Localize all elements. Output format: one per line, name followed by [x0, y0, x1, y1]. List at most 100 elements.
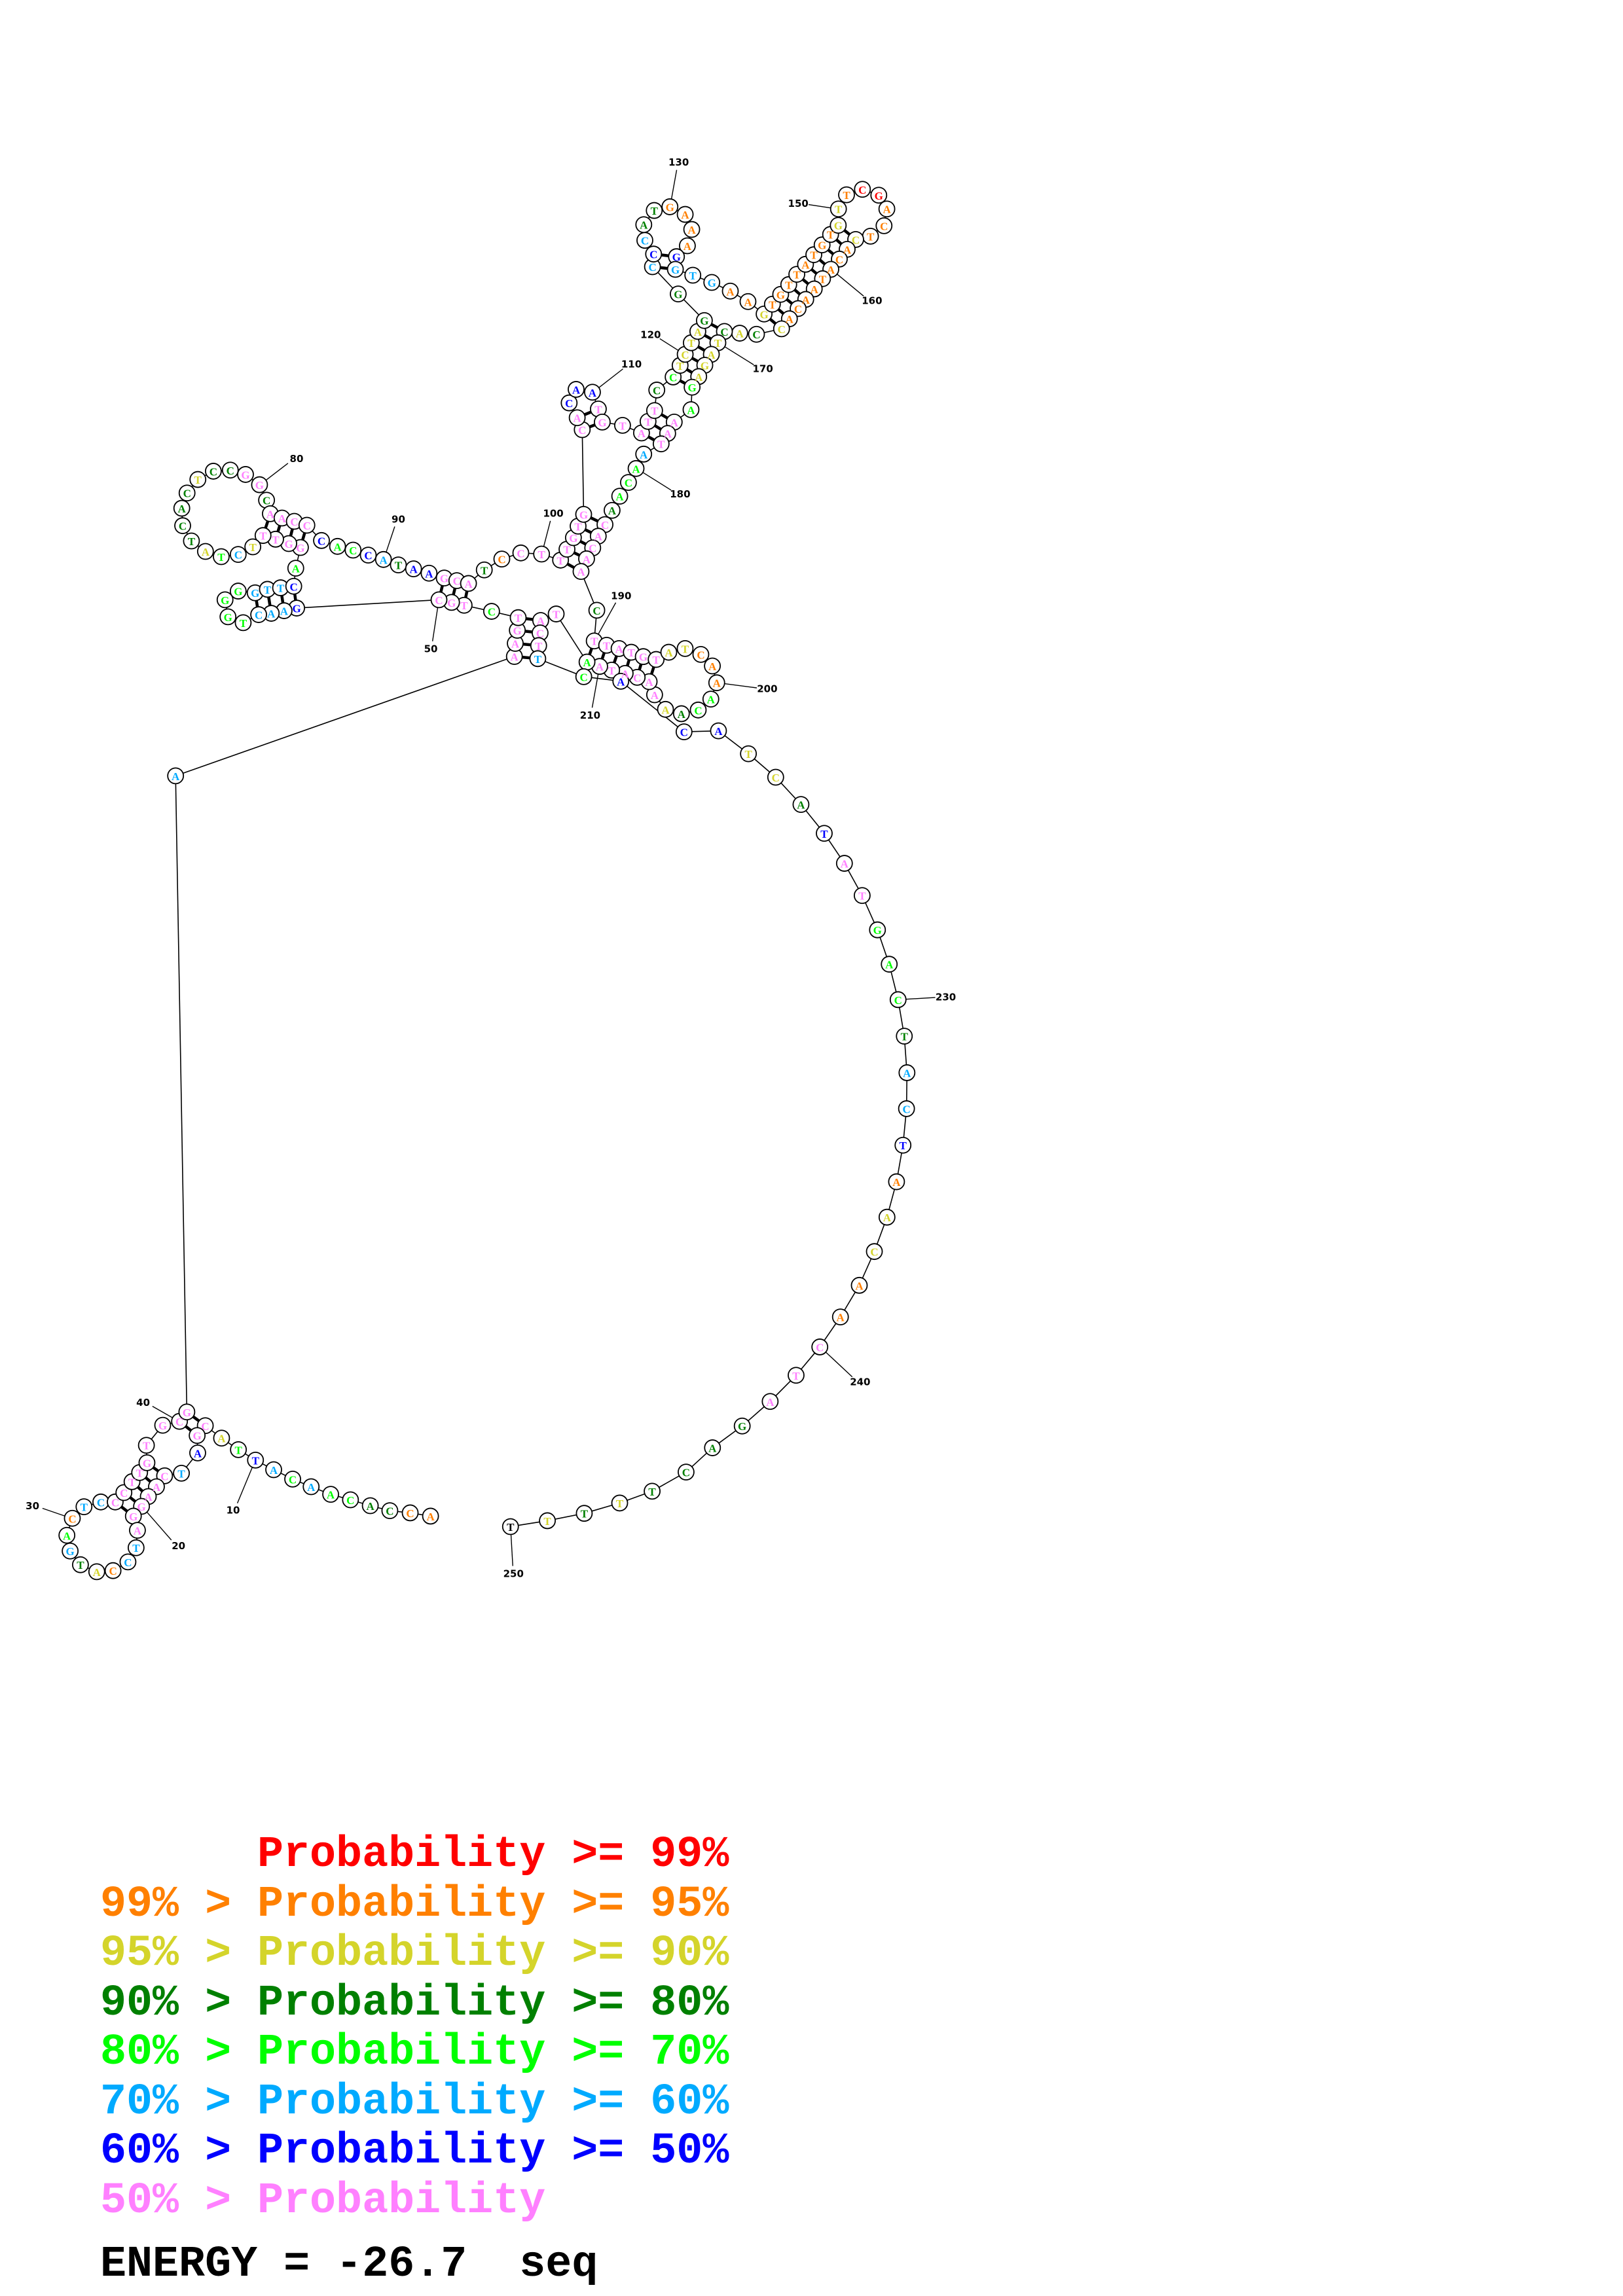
nucleotide-letter: G: [672, 251, 681, 264]
nucleotide-circle: [635, 216, 653, 234]
nucleotide-letter: A: [670, 416, 679, 429]
nucleotide-circle: [761, 1393, 779, 1410]
nucleotide-letter: T: [793, 269, 801, 281]
nucleotide-letter: T: [651, 405, 659, 418]
nucleotide-letter: A: [892, 1176, 901, 1189]
base-pair-bond: [589, 423, 596, 429]
nucleotide-letter: A: [617, 675, 625, 688]
nucleotide-letter: A: [194, 1447, 202, 1460]
nucleotide-circle: [204, 463, 222, 480]
nucleotide-letter: C: [880, 220, 888, 232]
nucleotide-letter: T: [553, 609, 560, 621]
nucleotide-letter: G: [701, 360, 709, 372]
nucleotide-letter: G: [513, 625, 522, 637]
nucleotide-letter: A: [811, 283, 819, 296]
nucleotide-letter: C: [648, 261, 656, 274]
nucleotide-circle: [881, 956, 898, 973]
nucleotide-letter: T: [619, 420, 627, 432]
nucleotide-circle: [898, 1100, 915, 1117]
nucleotide-letter: G: [292, 603, 301, 615]
nucleotide-circle: [613, 416, 631, 434]
nucleotide-letter: C: [120, 1487, 128, 1499]
nucleotide-letter: T: [264, 584, 272, 596]
nucleotide-circle: [342, 1491, 359, 1509]
base-pair-bond: [685, 368, 693, 374]
label-leader-line: [146, 1511, 172, 1541]
nucleotide-circle: [646, 202, 663, 219]
position-label: 250: [503, 1568, 524, 1580]
base-pair-bond: [588, 647, 593, 655]
nucleotide-letter: A: [651, 689, 659, 702]
nucleotide-circle: [512, 544, 530, 562]
nucleotide-letter: G: [708, 277, 716, 289]
nucleotide-circle: [213, 1429, 230, 1447]
nucleotide-letter: A: [410, 564, 418, 576]
nucleotide-letter: A: [577, 566, 585, 579]
position-label: 180: [670, 488, 690, 500]
nucleotide-letter: G: [284, 538, 293, 550]
nucleotide-circle: [645, 245, 663, 263]
base-pair-bond: [566, 562, 575, 569]
nucleotide-letter: T: [136, 1467, 144, 1479]
position-label: 120: [640, 329, 661, 341]
base-pair-bond: [464, 590, 469, 598]
nucleotide-letter: A: [583, 553, 591, 565]
base-pair-bond: [801, 278, 809, 285]
nucleotide-circle: [129, 1522, 146, 1539]
base-pair-bond: [289, 528, 294, 537]
nucleotide-letter: G: [666, 201, 674, 213]
legend-range: Probability >= 70%: [257, 2028, 729, 2077]
nucleotide-circle: [420, 564, 438, 582]
nucleotide-letter: G: [221, 594, 229, 607]
nucleotide-circle: [361, 1497, 379, 1515]
nucleotide-letter: T: [785, 279, 793, 291]
nucleotide-letter: C: [201, 1420, 209, 1433]
nucleotide-circle: [575, 668, 593, 685]
nucleotide-letter: C: [601, 519, 609, 531]
nucleotide-letter: T: [460, 600, 468, 612]
nucleotide-letter: A: [144, 1491, 153, 1503]
nucleotide-circle: [704, 1439, 721, 1456]
nucleotide-letter: C: [263, 495, 270, 507]
nucleotide-letter: A: [511, 638, 520, 651]
nucleotide-letter: C: [349, 545, 357, 557]
nucleotide-letter: A: [687, 224, 696, 236]
nucleotide-letter: C: [720, 326, 728, 338]
nucleotide-circle: [888, 1173, 905, 1191]
nucleotide-letter: A: [695, 371, 703, 384]
nucleotide-letter: C: [641, 235, 649, 247]
position-label: 100: [543, 507, 563, 519]
nucleotide-letter: G: [688, 382, 697, 394]
legend-entry: 70% >Probability >= 60%: [100, 2077, 729, 2127]
nucleotide-circle: [302, 1478, 320, 1496]
nucleotide-letter: A: [217, 1433, 226, 1445]
nucleotide-circle: [344, 541, 362, 559]
nucleotide-circle: [422, 1507, 439, 1525]
nucleotide-letter: T: [272, 533, 280, 546]
nucleotide-letter: A: [292, 563, 301, 575]
nucleotide-letter: G: [66, 1545, 75, 1558]
nucleotide-letter: A: [596, 661, 604, 673]
nucleotide-letter: T: [648, 1486, 656, 1498]
nucleotide-circle: [460, 575, 477, 592]
position-label: 230: [936, 991, 956, 1003]
legend-prefix: 70% >: [100, 2077, 231, 2127]
nucleotide-letter: C: [179, 520, 187, 533]
nucleotide-circle: [216, 591, 234, 609]
nucleotide-circle: [854, 181, 871, 198]
nucleotide-letter: A: [855, 1280, 864, 1292]
nucleotide-circle: [72, 1556, 89, 1573]
base-pair-bond: [280, 595, 285, 603]
base-pair-bond: [264, 520, 270, 529]
nucleotide-letter: T: [557, 554, 565, 567]
legend-prefix: 90% >: [100, 1979, 231, 2028]
nucleotide-letter: C: [680, 726, 688, 739]
label-leader-line: [265, 463, 289, 481]
base-pair-bond: [192, 1415, 200, 1422]
nucleotide-letter: A: [270, 1464, 278, 1477]
nucleotide-letter: A: [843, 243, 852, 256]
nucleotide-letter: G: [234, 586, 242, 598]
nucleotide-letter: C: [682, 1467, 690, 1479]
nucleotide-letter: A: [307, 1481, 316, 1494]
